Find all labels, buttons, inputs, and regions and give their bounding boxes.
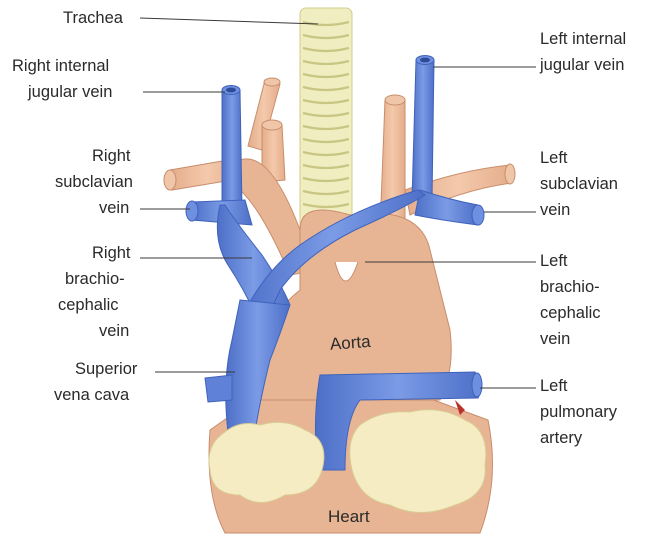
label-trachea: Trachea — [63, 9, 124, 27]
label-left-pulmonary-artery: Left pulmonary artery — [540, 377, 618, 447]
svg-text:Right: Right — [92, 147, 131, 165]
label-right-internal-jugular-vein: Right internal jugular vein — [12, 57, 112, 101]
svg-text:vein: vein — [99, 199, 129, 217]
svg-text:cephalic: cephalic — [540, 304, 601, 322]
svg-text:Left internal: Left internal — [540, 30, 626, 48]
label-left-subclavian-vein: Left subclavian vein — [540, 149, 618, 219]
svg-text:vein: vein — [540, 330, 570, 348]
svg-text:pulmonary: pulmonary — [540, 403, 618, 421]
svg-text:vein: vein — [540, 201, 570, 219]
svg-text:Left: Left — [540, 377, 568, 395]
label-right-subclavian-vein: Right subclavian vein — [55, 147, 133, 217]
svg-text:artery: artery — [540, 429, 583, 447]
svg-text:Left: Left — [540, 252, 568, 270]
svg-text:vein: vein — [99, 322, 129, 340]
label-superior-vena-cava: Superior vena cava — [54, 360, 138, 404]
svg-text:cephalic: cephalic — [58, 296, 119, 314]
svg-text:Right internal: Right internal — [12, 57, 109, 75]
svg-text:vena cava: vena cava — [54, 386, 130, 404]
label-left-internal-jugular-vein: Left internal jugular vein — [539, 30, 626, 74]
label-right-brachiocephalic-vein: Right brachio- cephalic vein — [58, 244, 131, 340]
svg-text:jugular vein: jugular vein — [27, 83, 112, 101]
label-heart: Heart — [328, 507, 370, 526]
svg-text:brachio-: brachio- — [540, 278, 600, 296]
label-aorta: Aorta — [329, 332, 371, 354]
svg-text:jugular vein: jugular vein — [539, 56, 624, 74]
label-left-brachiocephalic-vein: Left brachio- cephalic vein — [540, 252, 601, 348]
svg-text:brachio-: brachio- — [65, 270, 125, 288]
svg-text:Right: Right — [92, 244, 131, 262]
svg-text:Superior: Superior — [75, 360, 138, 378]
svg-text:subclavian: subclavian — [55, 173, 133, 191]
trachea — [300, 8, 352, 240]
svg-text:subclavian: subclavian — [540, 175, 618, 193]
svg-text:Left: Left — [540, 149, 568, 167]
